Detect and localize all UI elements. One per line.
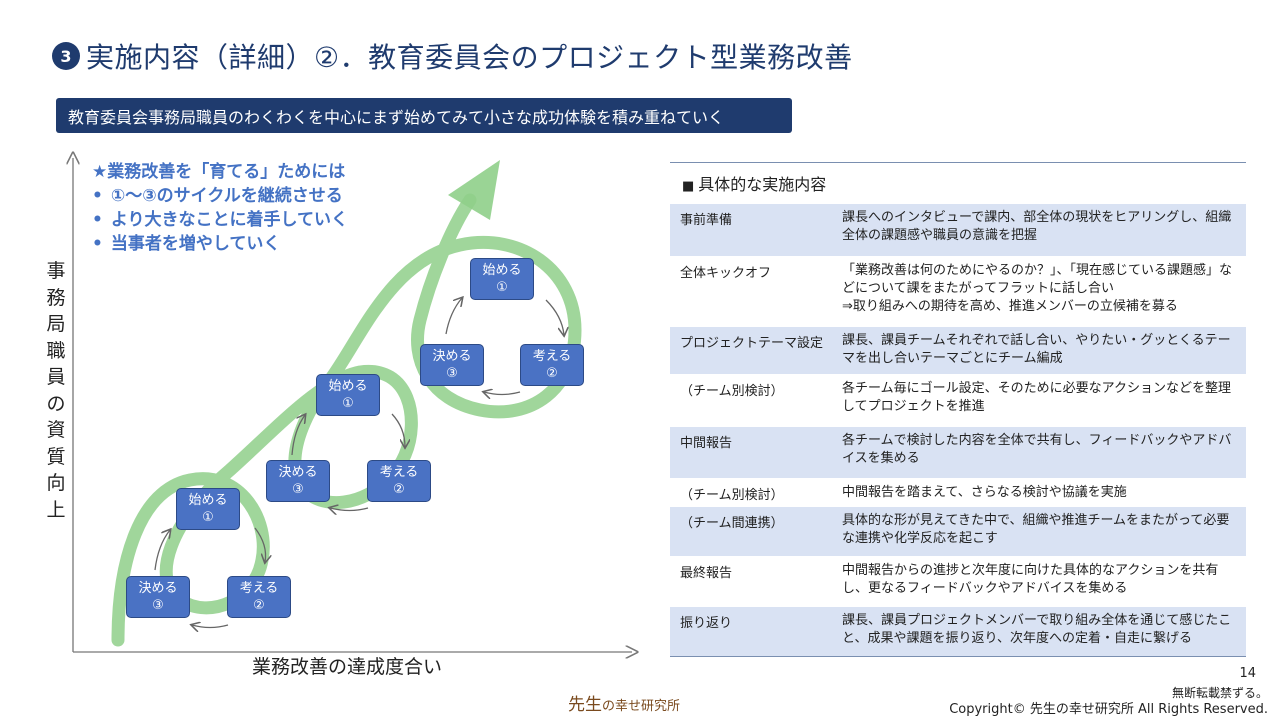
table-row: 最終報告 中間報告からの進捗と次年度に向けた具体的なアクションを共有し、更なるフ… <box>670 556 1246 606</box>
tips-title: ★業務改善を「育てる」ためには <box>92 162 346 182</box>
copyright: Copyright© 先生の幸せ研究所 All Rights Reserved. <box>949 702 1268 717</box>
row-text: 課長へのインタビューで課内、部全体の現状をヒアリングし、組織全体の課題感や職員の… <box>842 210 1232 243</box>
title-text: 実施内容（詳細）②．教育委員会のプロジェクト型業務改善 <box>86 41 853 74</box>
spiral-arrowhead <box>448 160 500 220</box>
page-number: 14 <box>1239 666 1256 681</box>
tips-box: ★業務改善を「育てる」ためには ①～③のサイクルを継続させる より大きなことに着… <box>92 160 348 256</box>
row-text: 具体的な形が見えてきた中で、組織や推進チームをまたがって必要な連携や化学反応を起… <box>842 513 1230 546</box>
cycle-arrows-1 <box>154 527 266 628</box>
y-axis-label: 事務 局職 員の 資質 向上 <box>46 260 66 521</box>
tip-item: 当事者を増やしていく <box>92 232 348 256</box>
implementation-table: 具体的な実施内容 事前準備 課長へのインタビューで課内、部全体の現状をヒアリング… <box>670 162 1246 657</box>
table-row: 全体キックオフ 「業務改善は何のためにやるのか？」、「現在感じている課題感」など… <box>670 256 1246 326</box>
x-axis-label: 業務改善の達成度合い <box>252 656 443 678</box>
row-label: プロジェクトテーマ設定 <box>680 336 824 351</box>
row-text: 各チームで検討した内容を全体で共有し、フィードバックやアドバイスを集める <box>842 433 1232 466</box>
row-label: 中間報告 <box>680 436 733 451</box>
row-text: 課長、課員チームそれぞれで話し合い、やりたい・グッとくるテーマを出し合いテーマご… <box>842 333 1231 366</box>
table-row: 中間報告 各チームで検討した内容を全体で共有し、フィードバックやアドバイスを集め… <box>670 426 1246 478</box>
row-text: 中間報告からの進捗と次年度に向けた具体的なアクションを共有し、更なるフィードバッ… <box>842 563 1219 596</box>
table-row: 振り返り 課長、課員プロジェクトメンバーで取り組み全体を通じて感じたこと、成果や… <box>670 606 1246 656</box>
row-text: 各チーム毎にゴール設定、そのために必要なアクションなどを整理してプロジェクトを推… <box>842 381 1231 414</box>
table-row: （チーム別検討） 各チーム毎にゴール設定、そのために必要なアクションなどを整理し… <box>670 374 1246 426</box>
table-bottom-rule <box>670 656 1246 657</box>
row-text: 課長、課員プロジェクトメンバーで取り組み全体を通じて感じたこと、成果や課題を振り… <box>842 613 1232 646</box>
cycle-arrows-2 <box>291 414 405 511</box>
table-heading: 具体的な実施内容 <box>670 163 1246 203</box>
table-row: 事前準備 課長へのインタビューで課内、部全体の現状をヒアリングし、組織全体の課題… <box>670 203 1246 256</box>
row-label: （チーム間連携） <box>680 516 784 531</box>
no-reprint-notice: 無断転載禁ずる。 <box>1171 686 1268 700</box>
row-label: 全体キックオフ <box>680 266 772 281</box>
brand-logo: 先生の幸せ研究所 <box>568 695 681 715</box>
table-row: プロジェクトテーマ設定 課長、課員チームそれぞれで話し合い、やりたい・グッとくる… <box>670 326 1246 374</box>
row-label: （チーム別検討） <box>680 488 784 503</box>
row-text: 中間報告を踏まえて、さらなる検討や協議を実施 <box>842 485 1127 500</box>
tip-item: ①～③のサイクルを継続させる <box>92 184 348 208</box>
row-label: 振り返り <box>680 616 733 631</box>
row-label: 事前準備 <box>680 213 733 228</box>
table-row: （チーム間連携） 具体的な形が見えてきた中で、組織や推進チームをまたがって必要な… <box>670 506 1246 556</box>
tip-item: より大きなことに着手していく <box>92 208 348 232</box>
row-label: （チーム別検討） <box>680 384 784 399</box>
cycle-arrows-3 <box>445 298 564 395</box>
subtitle-banner: 教育委員会事務局職員のわくわくを中心にまず始めてみて小さな成功体験を積み重ねてい… <box>56 98 792 133</box>
row-text: 「業務改善は何のためにやるのか？」、「現在感じている課題感」などについて課をまた… <box>842 263 1233 314</box>
table-row: （チーム別検討） 中間報告を踏まえて、さらなる検討や協議を実施 <box>670 478 1246 506</box>
row-label: 最終報告 <box>680 566 733 581</box>
section-number-badge: 3 <box>52 42 80 70</box>
page-title: 3 実施内容（詳細）②．教育委員会のプロジェクト型業務改善 <box>52 36 853 76</box>
